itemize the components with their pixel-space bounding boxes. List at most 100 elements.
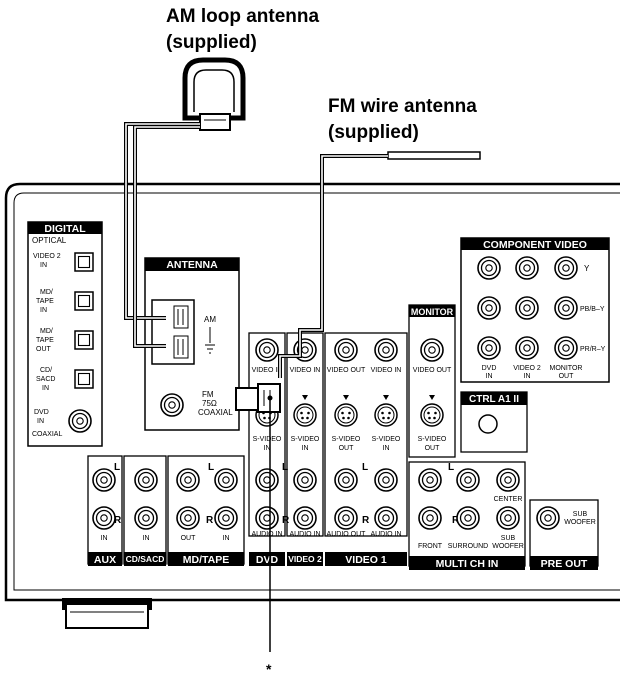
coax-dvd-l1: DVD <box>34 409 49 416</box>
dvd-y[interactable] <box>477 256 501 280</box>
video1-audio-in-l[interactable] <box>374 468 398 492</box>
opt-mdtape-in-l2: TAPE <box>36 298 54 305</box>
front-l[interactable] <box>418 468 442 492</box>
optical-cdsacd-in[interactable] <box>74 369 94 389</box>
v1-l: L <box>362 462 368 473</box>
cv-v2-l2: IN <box>524 373 531 380</box>
aux-in-l[interactable] <box>92 468 116 492</box>
pre-sub-l1: SUB <box>573 511 588 518</box>
aux-r: R <box>114 515 122 526</box>
mdtape-in-l[interactable] <box>214 468 238 492</box>
bar-dvd: DVD <box>256 554 279 566</box>
mdtape-in-r[interactable] <box>214 506 238 530</box>
video1-video-out[interactable] <box>334 338 358 362</box>
front-r[interactable] <box>418 506 442 530</box>
cd-in-label: IN <box>143 535 150 542</box>
md-l: L <box>208 462 214 473</box>
dvd-video-in-label: VIDEO IN <box>252 367 283 374</box>
cdsacd-in-l[interactable] <box>134 468 158 492</box>
am-caption-line2: (supplied) <box>166 32 257 53</box>
center[interactable] <box>496 468 520 492</box>
optical-mdtape-in[interactable] <box>74 291 94 311</box>
opt-mdtape-in-l1: MD/ <box>40 289 53 296</box>
v2-audio-label: AUDIO IN <box>289 531 320 538</box>
monitor-y[interactable] <box>554 256 578 280</box>
bar-pre-out: PRE OUT <box>541 558 588 570</box>
video1-video-out-label: VIDEO OUT <box>327 367 366 374</box>
surround-label: SURROUND <box>448 543 488 550</box>
coaxial-dvd-in[interactable] <box>68 409 92 433</box>
monitor-video-out[interactable] <box>420 338 444 362</box>
multi-sub-l1: SUB <box>501 535 516 542</box>
video2-pb[interactable] <box>515 296 539 320</box>
video2-audio-l[interactable] <box>293 468 317 492</box>
video2-svideo-in[interactable] <box>293 403 317 427</box>
multi-l: L <box>448 462 454 473</box>
opt-mdtape-in-l3: IN <box>40 307 47 314</box>
fm-coaxial-jack[interactable] <box>160 393 184 417</box>
footnote-asterisk: * <box>266 661 272 677</box>
opt-cdsacd-l1: CD/ <box>40 367 52 374</box>
dvd-audio-label: AUDIO IN <box>251 531 282 538</box>
bar-video2: VIDEO 2 <box>288 554 322 564</box>
pre-out-sub-woofer[interactable] <box>536 506 560 530</box>
dvd-audio-l[interactable] <box>255 468 279 492</box>
dvd-l: L <box>282 462 288 473</box>
bottom-label-bars: AUX CD/SACD MD/TAPE DVD VIDEO 2 VIDEO 1 … <box>88 552 598 570</box>
surround-l[interactable] <box>456 468 480 492</box>
bar-mdtape: MD/TAPE <box>183 554 229 566</box>
monitor-video-out-label: VIDEO OUT <box>413 367 452 374</box>
opt-video2-label-1: VIDEO 2 <box>33 253 61 260</box>
bar-video1: VIDEO 1 <box>345 554 387 566</box>
dvd-audio-r[interactable] <box>255 506 279 530</box>
v1-audio-out-label: AUDIO OUT <box>327 531 367 538</box>
monitor-title: MONITOR <box>411 307 454 317</box>
dvd-pr[interactable] <box>477 336 501 360</box>
monitor-pb[interactable] <box>554 296 578 320</box>
video1-audio-out-l[interactable] <box>334 468 358 492</box>
pre-sub-l2: WOOFER <box>564 519 596 526</box>
video2-audio-r[interactable] <box>293 506 317 530</box>
video1-video-in[interactable] <box>374 338 398 362</box>
bar-multi: MULTI CH IN <box>436 558 499 570</box>
video1-audio-out-r[interactable] <box>334 506 358 530</box>
video1-audio-in-r[interactable] <box>374 506 398 530</box>
bar-aux: AUX <box>94 554 116 566</box>
opt-mdtape-out-l1: MD/ <box>40 328 53 335</box>
cv-dvd-l1: DVD <box>482 365 497 372</box>
fm-connector <box>235 383 281 413</box>
video2-y[interactable] <box>515 256 539 280</box>
opt-video2-label-2: IN <box>40 262 47 269</box>
md-out-label: OUT <box>181 535 197 542</box>
video1-svideo-out[interactable] <box>334 403 358 427</box>
v1-svideo-out-l1: S-VIDEO <box>332 436 361 443</box>
fm-label-3: COAXIAL <box>198 408 233 417</box>
md-r: R <box>206 515 214 526</box>
cdsacd-in-r[interactable] <box>134 506 158 530</box>
v2-svideo-l1: S-VIDEO <box>291 436 320 443</box>
ctrl-a1-jack[interactable] <box>478 414 498 434</box>
ctrl-a1-section: CTRL A1 II <box>460 391 528 453</box>
digital-title: DIGITAL <box>44 223 86 235</box>
mdtape-out-r[interactable] <box>176 506 200 530</box>
am-caption-line1: AM loop antenna <box>166 6 319 27</box>
dvd-video-in[interactable] <box>255 338 279 362</box>
aux-in-r[interactable] <box>92 506 116 530</box>
optical-video2-in[interactable] <box>74 252 94 272</box>
sub-woofer-in[interactable] <box>496 506 520 530</box>
audio-left-section: L L R R IN IN OUT IN <box>87 455 245 565</box>
pr-label: PR/R–Y <box>580 346 606 353</box>
video2-pr[interactable] <box>515 336 539 360</box>
pb-label: PB/B–Y <box>580 306 605 313</box>
monitor-svideo-out[interactable] <box>420 403 444 427</box>
video1-svideo-in[interactable] <box>374 403 398 427</box>
v1-r: R <box>362 515 370 526</box>
v1-svideo-out-l2: OUT <box>339 445 355 452</box>
multi-sub-l2: WOOFER <box>492 543 524 550</box>
surround-r[interactable] <box>456 506 480 530</box>
optical-mdtape-out[interactable] <box>74 330 94 350</box>
monitor-pr[interactable] <box>554 336 578 360</box>
dvd-pb[interactable] <box>477 296 501 320</box>
mdtape-out-l[interactable] <box>176 468 200 492</box>
aux-l: L <box>114 462 120 473</box>
